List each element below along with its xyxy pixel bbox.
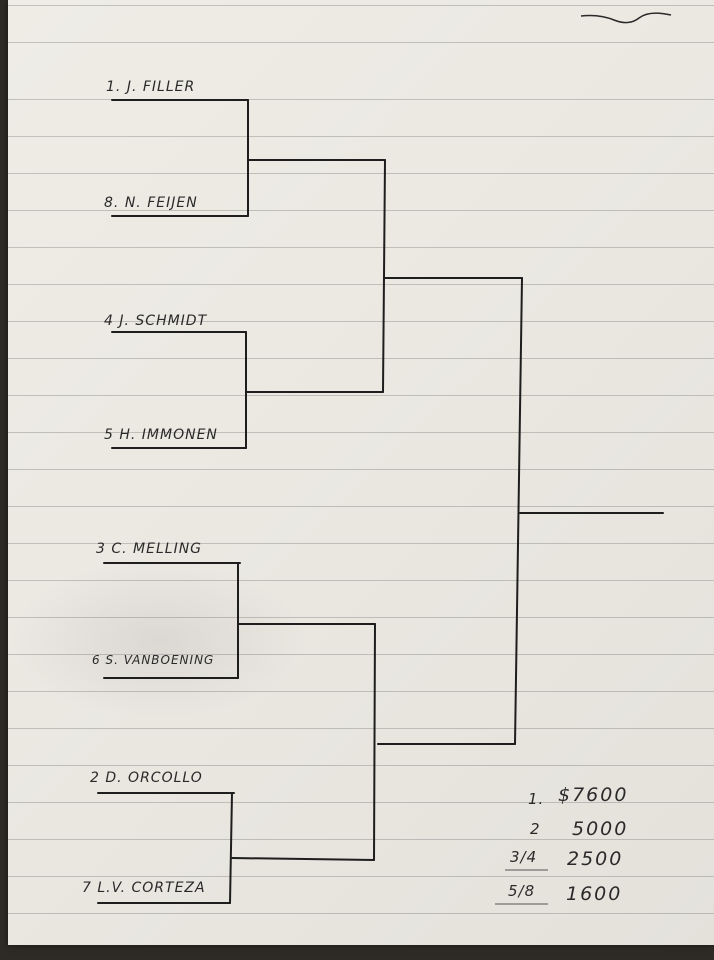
prize-place-1: 1. — [528, 790, 545, 808]
ruled-lines — [8, 0, 714, 945]
player-name: S. VANBOENING — [105, 653, 215, 667]
player-name: C. MELLING — [111, 541, 203, 557]
seed-number: 1 — [106, 79, 116, 95]
seed-number: 3 — [96, 541, 106, 557]
prize-place-5-8: 5/8 — [508, 882, 536, 900]
player-name: L.V. CORTEZA — [97, 880, 206, 896]
entrant-2: 2 D. ORCOLLO — [90, 770, 203, 786]
entrant-6: 6 S. VANBOENING — [92, 653, 214, 667]
prize-amount-5-8: 1600 — [566, 883, 623, 905]
prize-place-3-4: 3/4 — [510, 848, 538, 866]
notebook-page — [8, 0, 714, 945]
seed-number: 4 — [104, 313, 114, 329]
player-name: J. SCHMIDT — [119, 313, 208, 329]
entrant-1: 1. J. FILLER — [106, 79, 196, 95]
entrant-8: 8. N. FEIJEN — [104, 195, 198, 211]
player-name: N. FEIJEN — [124, 195, 198, 211]
player-name: D. ORCOLLO — [105, 770, 203, 786]
entrant-7: 7 L.V. CORTEZA — [82, 880, 206, 896]
seed-number: 8 — [104, 195, 114, 211]
player-name: J. FILLER — [126, 79, 196, 95]
entrant-5: 5 H. IMMONEN — [104, 427, 218, 443]
entrant-4: 4 J. SCHMIDT — [104, 313, 207, 329]
seed-number: 5 — [104, 427, 114, 443]
prize-amount-2: 5000 — [572, 818, 629, 840]
prize-place-2: 2 — [530, 820, 541, 838]
prize-amount-1: $7600 — [558, 784, 629, 806]
seed-number: 2 — [90, 770, 100, 786]
player-name: H. IMMONEN — [119, 427, 218, 443]
pen-scribble — [580, 12, 672, 24]
seed-number: 7 — [82, 880, 92, 896]
seed-number: 6 — [92, 653, 101, 667]
prize-amount-3-4: 2500 — [567, 848, 624, 870]
entrant-3: 3 C. MELLING — [96, 541, 202, 557]
